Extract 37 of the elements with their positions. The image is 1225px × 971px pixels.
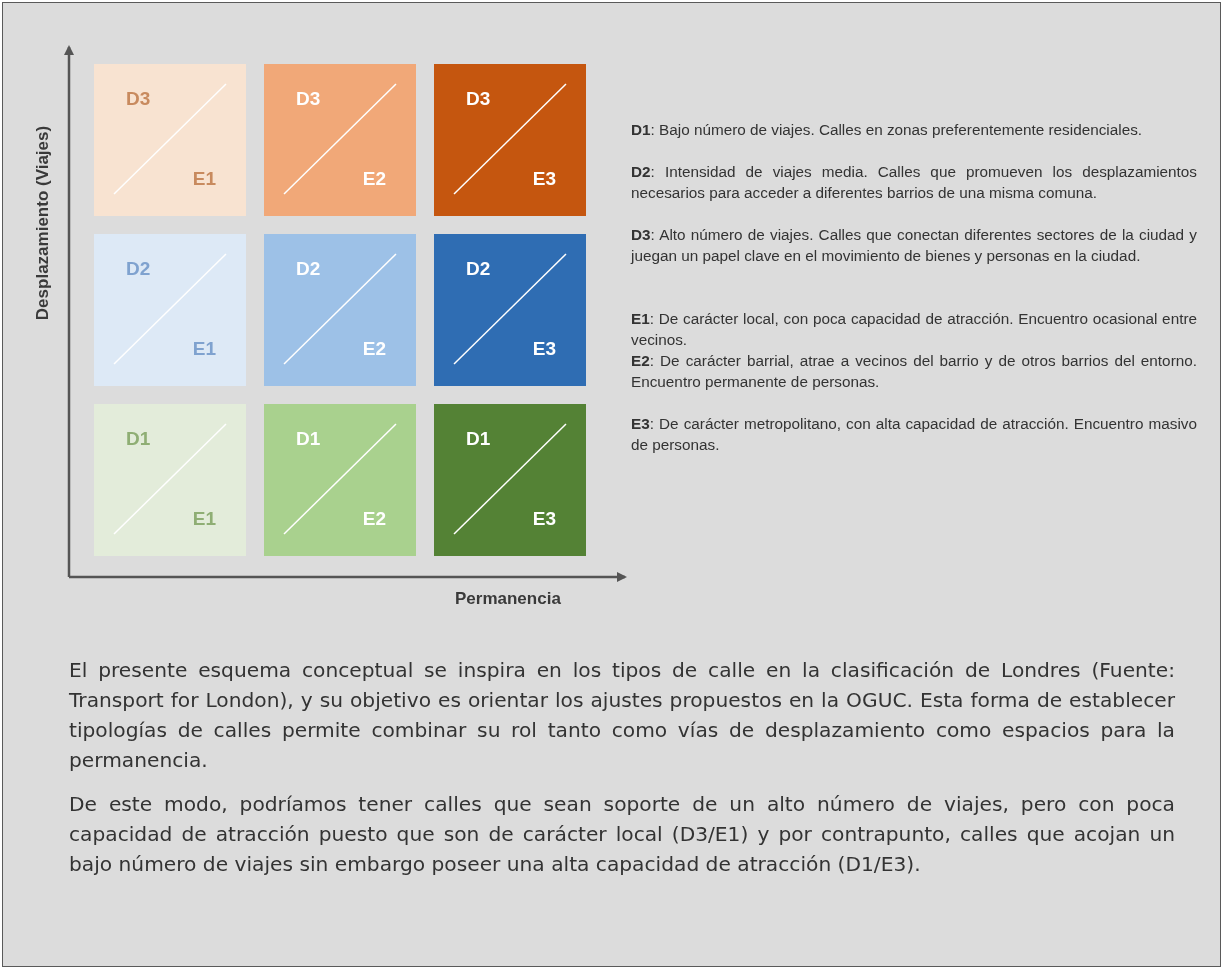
category-code: D3 [126,88,151,110]
category-code: E3 [532,508,556,530]
category-code: D3 [296,88,321,110]
definition-text: E2: De carácter barrial, atrae a vecinos del barrio y de otros barrios del entorno. Encuentro permanente de personas. [631,351,1197,392]
category-square [434,234,586,386]
category-code: D2 [296,258,321,280]
category-square [264,404,416,556]
category-square [434,64,586,216]
category-square [94,404,246,556]
category-square [264,64,416,216]
definition-text: D3: Alto número de viajes. Calles que conectan diferentes sectores de la ciudad y juegan un papel clave en el movimiento de bienes y personas en la ciudad. [631,225,1197,266]
definition-text: D1: Bajo número de viajes. Calles en zonas preferentemente residenciales. [631,120,1144,140]
axis-label: Desplazamiento (Viajes) [33,125,53,321]
definition-text: E3: De carácter metropolitano, con alta capacidad de atracción. Encuentro masivo de personas. [631,414,1197,455]
category-square [94,64,246,216]
paragraph: De este modo, podríamos tener calles que sean soporte de un alto número de viajes, pero con poca capacidad de atracción puesto que son de carácter local (D3/E1) y por contrapunto, calles que acojan un bajo número de viajes sin embargo poseer una alta capacidad de atracción (D1/E3). [69,791,1175,878]
category-code: D3 [466,88,491,110]
category-square [434,404,586,556]
category-code: E3 [532,338,556,360]
category-code: E2 [362,508,386,530]
category-code: E3 [532,168,556,190]
category-code: D1 [466,428,491,450]
category-square [94,234,246,386]
category-code: E2 [362,168,386,190]
category-code: E1 [192,168,216,190]
paragraph: El presente esquema conceptual se inspira en los tipos de calle en la clasificación de Londres (Fuente: Transport for London), y su objetivo es orientar los ajustes propuestos en la OGUC. Esta forma de establecer tipologías de calles permite combinar su rol tanto como vías de desplazamiento como espacios para la permanencia. [69,657,1175,774]
category-code: E2 [362,338,386,360]
category-square [264,234,416,386]
category-code: D2 [126,258,151,280]
category-code: D1 [126,428,151,450]
axis-label: Permanencia [455,589,561,609]
definition-text: E1: De carácter local, con poca capacidad de atracción. Encuentro ocasional entre vecinos. [631,309,1197,350]
category-code: E1 [192,508,216,530]
definition-text: D2: Intensidad de viajes media. Calles que promueven los desplazamientos necesarios para acceder a diferentes barrios de una misma comuna. [631,162,1197,203]
category-code: D2 [466,258,491,280]
category-code: D1 [296,428,321,450]
category-code: E1 [192,338,216,360]
